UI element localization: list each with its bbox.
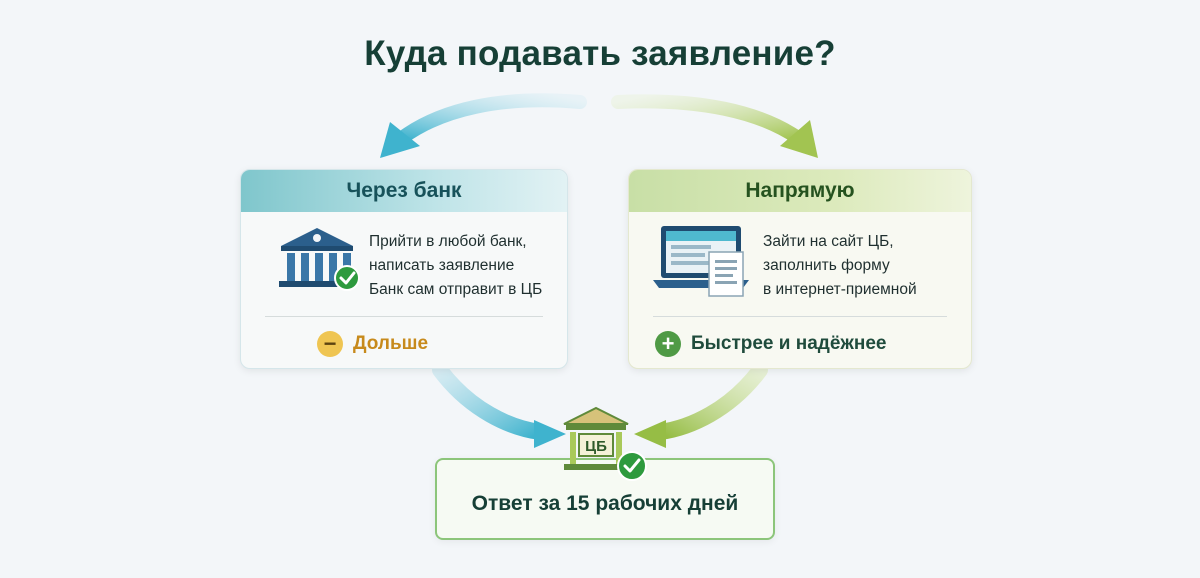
direct-option-line: заполнить форму — [763, 257, 890, 274]
bank-option-description: Прийти в любой банк, написать заявление … — [369, 230, 542, 302]
direct-option-line: в интернет-приемной — [763, 281, 917, 298]
arrow-head-to-bank — [380, 122, 420, 158]
bank-option-card: Через банк Прийти в любой банк, написать… — [240, 169, 568, 369]
minus-icon: − — [317, 331, 343, 357]
direct-option-description: Зайти на сайт ЦБ, заполнить форму в инте… — [763, 230, 917, 302]
direct-option-heading: Напрямую — [629, 170, 971, 212]
bank-option-divider — [265, 316, 543, 317]
direct-option-line: Зайти на сайт ЦБ, — [763, 233, 894, 250]
result-text: Ответ за 15 рабочих дней — [471, 492, 739, 515]
direct-option-divider — [653, 316, 947, 317]
direct-option-verdict: Быстрее и надёжнее — [691, 333, 887, 354]
arrow-head-bank-to-result — [534, 420, 566, 448]
result-box: Ответ за 15 рабочих дней — [435, 458, 775, 540]
bank-option-body: Прийти в любой банк, написать заявление … — [241, 212, 567, 320]
bank-option-line: Банк сам отправит в ЦБ — [369, 281, 543, 298]
bank-building-icon — [277, 224, 361, 297]
arrow-head-to-direct — [780, 120, 818, 158]
bank-option-line: Прийти в любой банк, — [369, 233, 527, 250]
page-title: Куда подавать заявление? — [364, 34, 836, 73]
bank-option-verdict: Дольше — [353, 333, 429, 354]
central-bank-building-icon: ЦБ — [560, 404, 652, 487]
arrow-to-bank — [395, 93, 587, 145]
plus-icon: + — [655, 331, 681, 357]
arrow-bank-to-result — [432, 362, 548, 440]
direct-option-footer: + Быстрее и надёжнее — [629, 324, 971, 364]
arrow-head-direct-to-result — [634, 420, 666, 448]
laptop-form-icon — [651, 224, 755, 309]
arrow-to-direct — [611, 94, 805, 145]
bank-option-heading: Через банк — [241, 170, 567, 212]
arrow-direct-to-result — [652, 362, 768, 440]
cb-label: ЦБ — [585, 438, 607, 455]
bank-option-footer: − Дольше — [241, 324, 567, 364]
bank-option-line: написать заявление — [369, 257, 515, 274]
direct-option-card: Напрямую Зайти на сайт ЦБ, заполнить фор… — [628, 169, 972, 369]
direct-option-body: Зайти на сайт ЦБ, заполнить форму в инте… — [629, 212, 971, 320]
